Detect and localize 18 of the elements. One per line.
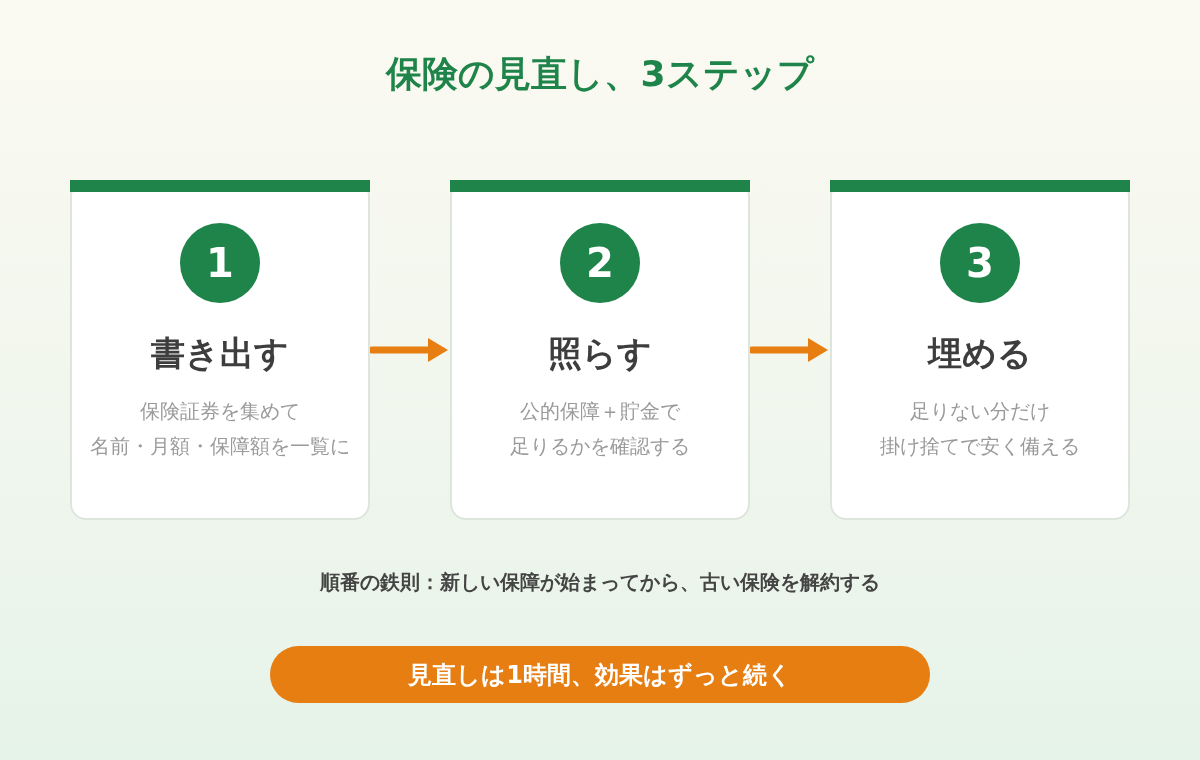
step-description: 足りない分だけ掛け捨てで安く備える [880,398,1080,460]
summary-banner [270,646,930,703]
title: 保険の見直し、3ステップ [386,52,814,96]
step-card [450,180,750,520]
step-description: 公的保障＋貯金で足りるかを確認する [510,398,690,460]
banner-text: 見直しは1時間、効果はずっと続く [408,659,792,691]
arrow [748,338,828,362]
step-title: 書き出す [151,332,289,375]
step-number: 3 [966,241,994,285]
arrow [368,338,448,362]
step-title: 埋める [928,332,1032,375]
step-title: 照らす [548,332,652,375]
step-card [70,180,370,520]
step-number: 1 [206,241,234,285]
step-description: 保険証券を集めて名前・月額・保障額を一覧に [90,398,350,460]
step-number: 2 [586,241,614,285]
step-card [830,180,1130,520]
note-text: 順番の鉄則：新しい保障が始まってから、古い保険を解約する [320,569,880,596]
